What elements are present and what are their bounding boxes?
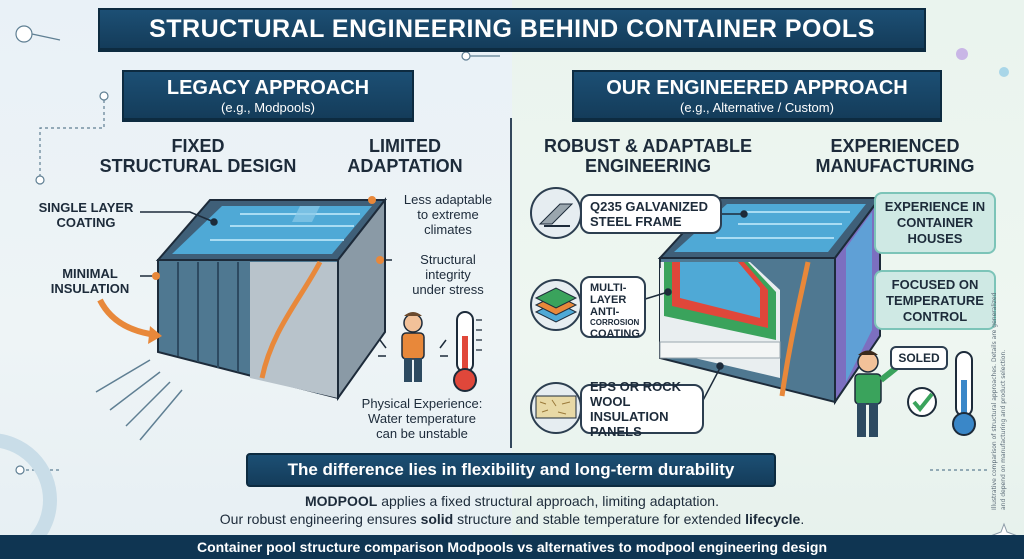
anti-corrosion-callout-line-3: COATING [590, 328, 640, 340]
minimal-insulation-label: MINIMAL INSULATION [50, 266, 130, 296]
insulation-icon [530, 382, 582, 434]
anti-corrosion-callout-line-1: MULTI- LAYER ANTI- [590, 282, 627, 318]
summary-line-2-e: . [800, 511, 805, 527]
layers-icon [530, 279, 582, 331]
steel-frame-callout: Q235 GALVANIZED STEEL FRAME [580, 194, 722, 234]
container-houses-box: EXPERIENCE IN CONTAINER HOUSES [874, 192, 996, 254]
legacy-banner-title: LEGACY APPROACH [166, 77, 370, 99]
summary-line-2-c: structure and stable temperature for ext… [453, 511, 746, 527]
footer-caption: Container pool structure comparison Modp… [0, 535, 1024, 559]
page-title: STRUCTURAL ENGINEERING BEHIND CONTAINER … [98, 8, 926, 50]
experienced-manufacturing-heading: EXPERIENCED MANUFACTURING [815, 136, 975, 176]
side-note: Illustrative comparison of structural ap… [991, 292, 1007, 510]
single-layer-coating-label: SINGLE LAYER COATING [38, 200, 134, 230]
summary-line-2: Our robust engineering ensures solid str… [160, 510, 864, 528]
engineered-approach-banner: OUR ENGINEERED APPROACH (e.g., Alternati… [572, 70, 942, 120]
checkmark-icon [907, 387, 937, 417]
person-icon [378, 312, 448, 382]
summary-line-1: MODPOOL applies a fixed structural appro… [160, 492, 864, 510]
summary-text: MODPOOL applies a fixed structural appro… [160, 492, 864, 528]
temperature-control-box: FOCUSED ON TEMPERATURE CONTROL [874, 270, 996, 330]
speech-bubble: SOLED [890, 346, 948, 370]
thermometer-icon [952, 351, 976, 436]
summary-lifecycle: lifecycle [745, 511, 801, 527]
anti-corrosion-callout-line-2: CORROSION [590, 318, 640, 327]
legacy-container-illustration [95, 197, 388, 441]
structural-integrity-label: Structural integrity under stress [412, 252, 484, 297]
summary-solid: solid [420, 511, 454, 527]
engineered-banner-subtitle: (e.g., Alternative / Custom) [680, 100, 834, 115]
legacy-approach-banner: LEGACY APPROACH (e.g., Modpools) [122, 70, 414, 120]
limited-adaptation-heading: LIMITED ADAPTATION [347, 136, 463, 176]
engineered-banner-title: OUR ENGINEERED APPROACH [606, 77, 908, 99]
summary-modpool: MODPOOL [305, 493, 378, 509]
steel-beam-icon [530, 187, 582, 239]
decorative-ring [0, 433, 57, 559]
insulation-panels-callout: EPS OR ROCK WOOL INSULATION PANELS [580, 379, 704, 439]
robust-adaptable-heading: ROBUST & ADAPTABLE ENGINEERING [544, 136, 752, 176]
physical-experience-label: Physical Experience: Water temperature c… [361, 396, 483, 441]
less-adaptable-label: Less adaptable to extreme climates [403, 192, 493, 237]
thermometer-icon [453, 311, 482, 392]
conclusion-banner: The difference lies in flexibility and l… [246, 453, 776, 487]
legacy-callout-lines [140, 196, 392, 280]
summary-line-1-rest: applies a fixed structural approach, lim… [377, 493, 719, 509]
summary-line-2-a: Our robust engineering ensures [219, 511, 421, 527]
panel-divider [510, 118, 512, 448]
person-icon [854, 350, 898, 437]
decorative-dots [15, 25, 1009, 475]
anti-corrosion-callout: MULTI- LAYER ANTI- CORROSION COATING [580, 276, 646, 340]
legacy-banner-subtitle: (e.g., Modpools) [221, 100, 315, 115]
fixed-structural-design-heading: FIXED STRUCTURAL DESIGN [99, 136, 297, 176]
